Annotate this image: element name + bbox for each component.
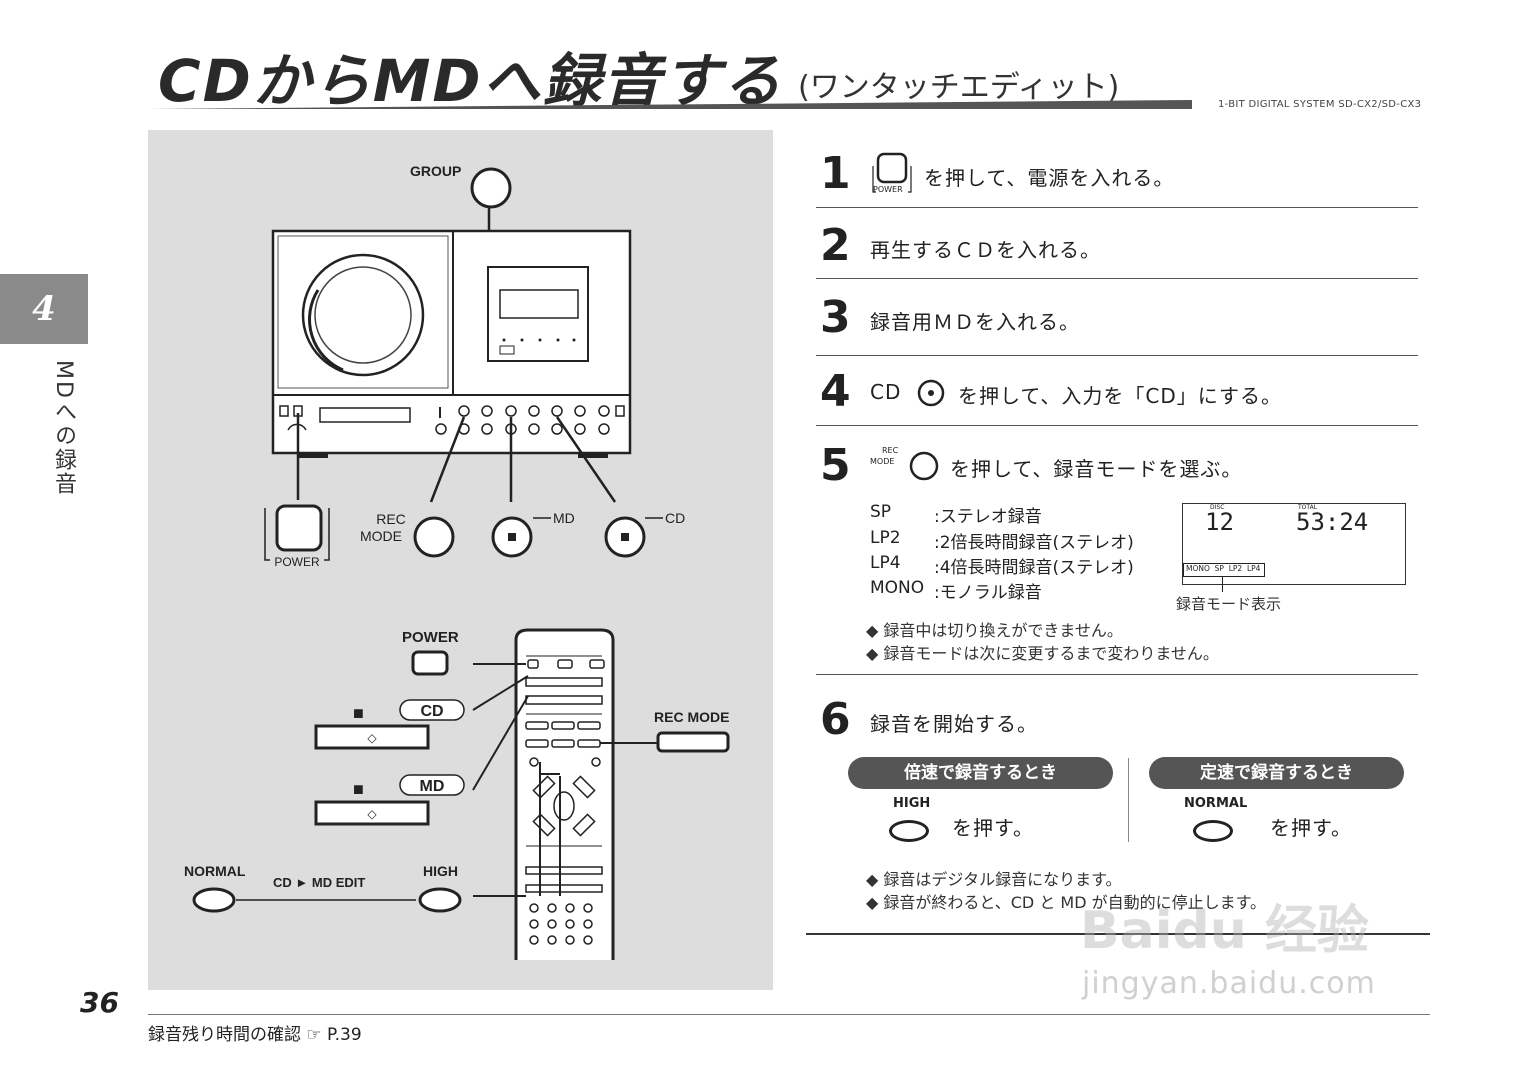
column-divider (1128, 758, 1129, 842)
remote-cd-label: CD (420, 703, 443, 720)
mode-indicator-box (1183, 563, 1265, 577)
normal-label: NORMAL (184, 863, 246, 879)
step-6-number: 6 (820, 694, 851, 745)
normal-button-icon (192, 887, 236, 913)
step-3-number: 3 (820, 292, 851, 343)
model-name: 1-BIT DIGITAL SYSTEM SD-CX2/SD-CX3 (1218, 99, 1422, 110)
mode-desc: :モノラル録音 (934, 583, 1042, 603)
rec-mode-key-icon (908, 450, 940, 482)
section-end-rule (806, 933, 1430, 935)
cd-stop-symbol: ■ (353, 703, 364, 723)
step-1-number: 1 (820, 148, 851, 199)
mode-desc: :2倍長時間録音(ステレオ) (934, 533, 1134, 553)
rec-key-label: REC (882, 446, 899, 455)
fast-action: を押す。 (952, 816, 1034, 840)
chapter-number: 4 (32, 289, 56, 329)
chapter-label: MDへの録音 (51, 360, 76, 496)
high-key-icon (889, 820, 929, 842)
mode-code: LP2 (870, 528, 901, 548)
step-5-number: 5 (820, 440, 851, 491)
note-item: ◆ 録音モードは次に変更するまで変わりません。 (866, 644, 1219, 663)
cd-stop-bar-icon (314, 724, 430, 750)
cd-door-icon (301, 253, 425, 377)
page-title: CDからMDへ録音する (158, 47, 783, 115)
step-5-text: を押して、録音モードを選ぶ。 (950, 457, 1243, 481)
step-6-text: 録音を開始する。 (870, 712, 1038, 736)
note-item: ◆ 録音中は切り換えができません。 (866, 621, 1123, 640)
md-label: MD (553, 510, 575, 526)
page-subtitle: (ワンタッチエディット) (798, 70, 1120, 105)
footer-reference: 録音残り時間の確認 ☞ P.39 (148, 1025, 362, 1045)
cd-stop-bar-diamond: ◇ (367, 731, 377, 745)
mode-desc: :4倍長時間録音(ステレオ) (934, 558, 1134, 578)
step-divider (816, 207, 1418, 208)
remote-power-button-icon (411, 650, 449, 676)
display-caption: 録音モード表示 (1176, 595, 1282, 613)
mode-desc: :ステレオ録音 (934, 507, 1042, 527)
note-item: ◆ 録音が終わると、CD と MD が自動的に停止します。 (866, 893, 1267, 912)
title-underline (150, 100, 1192, 109)
edit-label: CD ► MD EDIT (273, 875, 365, 890)
step-divider (816, 425, 1418, 426)
group-button-icon (470, 167, 512, 209)
md-stop-bar-icon (314, 800, 430, 826)
total-label: TOTAL (1298, 504, 1318, 511)
note-item: ◆ 録音はデジタル録音になります。 (866, 870, 1122, 889)
cd-slot (319, 407, 411, 423)
high-button-icon (418, 887, 462, 913)
normal-heading: 定速で録音するとき (1149, 757, 1404, 789)
md-stop-symbol: ■ (353, 779, 364, 799)
mode-indicators: MONO SP LP2 LP4 (1186, 564, 1261, 573)
step-2-text: 再生するＣＤを入れる。 (870, 238, 1101, 262)
remote-md-label: MD (420, 778, 445, 795)
disc-value: 12 (1205, 508, 1234, 536)
device-illustration: GROUP (184, 163, 730, 960)
mode-code: MONO (870, 578, 925, 598)
watermark-logo: Baidu 经验 (1080, 901, 1369, 961)
caption-leader (1222, 576, 1223, 592)
power-key-icon (870, 152, 914, 196)
rec-mode-button-icon (413, 516, 455, 558)
step-4-number: 4 (820, 366, 851, 417)
unit-display (499, 289, 579, 319)
time-value: 53:24 (1296, 508, 1369, 536)
step-1-text: を押して、電源を入れる。 (924, 166, 1175, 190)
mode-label: MODE (360, 528, 402, 544)
step-4-text: を押して、入力を「CD」にする。 (958, 384, 1282, 408)
mode-key-label: MODE (870, 457, 895, 466)
step-2-number: 2 (820, 220, 851, 271)
remote-rec-mode-label: REC MODE (654, 709, 729, 725)
step-divider (816, 278, 1418, 279)
device-figure: GROUP (148, 130, 773, 990)
power-key-label: POWER (873, 185, 903, 194)
power-button-icon (275, 504, 323, 552)
group-label: GROUP (410, 163, 461, 179)
normal-action: を押す。 (1270, 816, 1352, 840)
remote-power-label: POWER (402, 629, 459, 646)
disc-label: DISC (1210, 504, 1225, 511)
remote-rec-mode-button-icon (656, 731, 730, 753)
page-number: 36 (80, 986, 119, 1019)
step-4-prefix: CD (870, 380, 902, 404)
normal-button-label: NORMAL (1184, 796, 1248, 811)
step-3-text: 録音用ＭＤを入れる。 (870, 310, 1080, 334)
watermark-url: jingyan.baidu.com (1082, 966, 1376, 1001)
rec-label: REC (376, 511, 406, 527)
mode-code: LP4 (870, 553, 901, 573)
mode-code: SP (870, 502, 892, 522)
cd-label: CD (665, 510, 685, 526)
chapter-tab (0, 274, 88, 344)
step-divider (816, 674, 1418, 675)
md-stop-bar-diamond: ◇ (367, 807, 377, 821)
fast-heading: 倍速で録音するとき (848, 757, 1113, 789)
footer-rule (148, 1014, 1430, 1015)
cd-input-key-icon (916, 378, 946, 408)
high-label: HIGH (423, 863, 458, 879)
high-button-label: HIGH (893, 796, 931, 811)
power-label: POWER (274, 555, 320, 569)
step-divider (816, 355, 1418, 356)
normal-key-icon (1193, 820, 1233, 842)
